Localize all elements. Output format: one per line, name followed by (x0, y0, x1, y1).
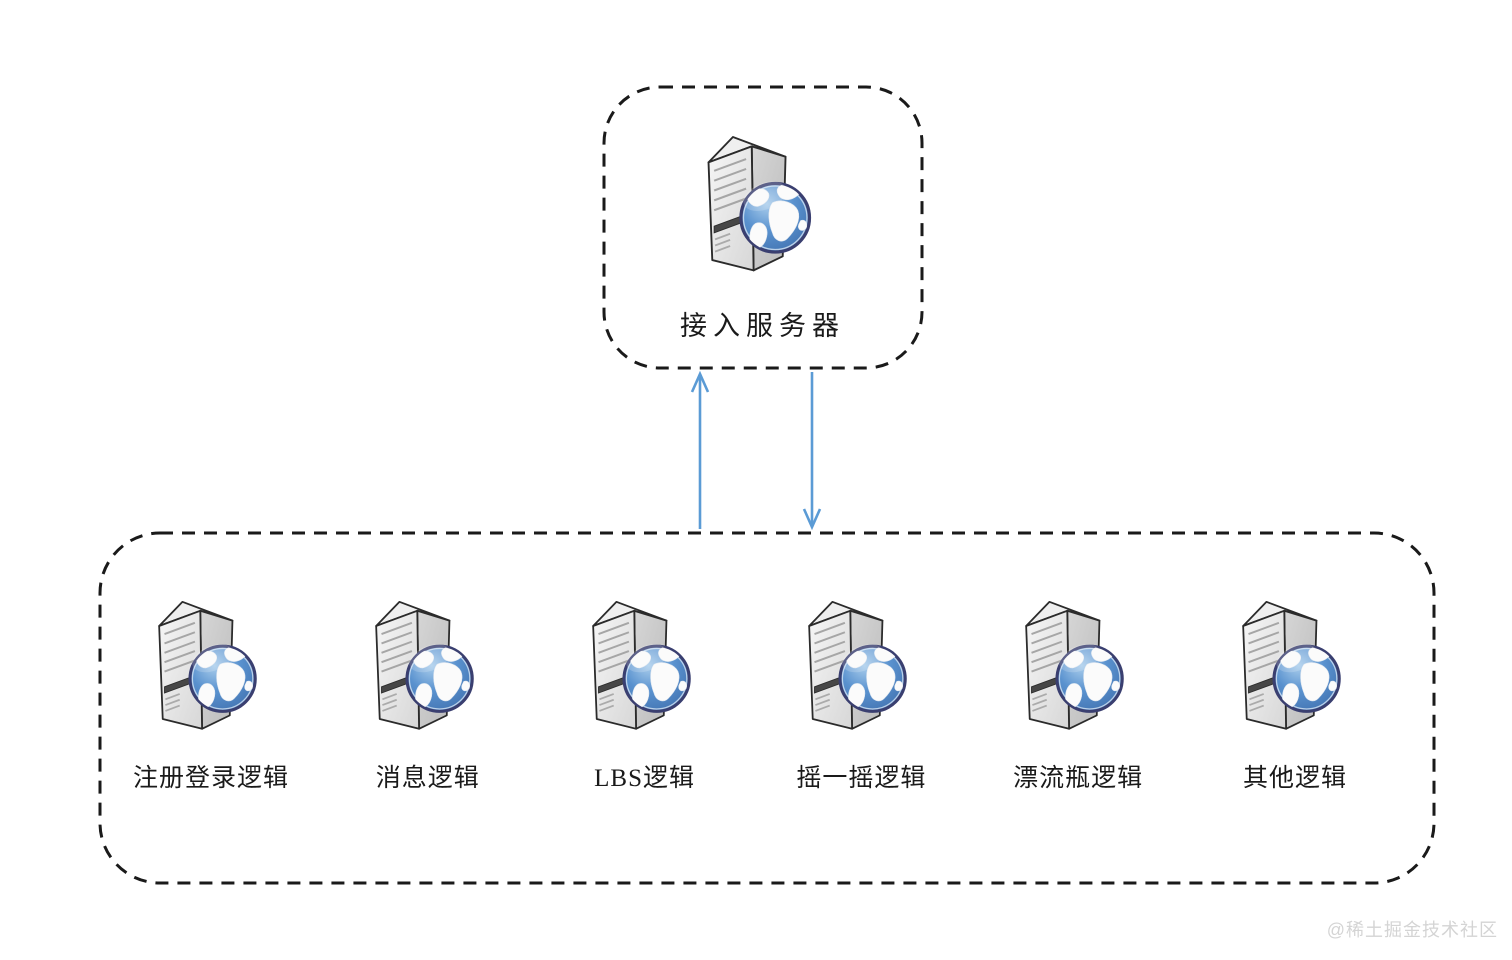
watermark-text: @稀土掘金技术社区 (1326, 920, 1498, 940)
server-globe-icon (701, 133, 825, 280)
server-globe-icon (586, 598, 704, 738)
bottom-group-dashed-border (98, 531, 1436, 885)
node-label: LBS逻辑 (594, 765, 696, 792)
access-server-label: 接入服务器 (680, 311, 845, 341)
server-globe-icon (802, 598, 920, 738)
arrow-down-icon (802, 372, 822, 531)
node-label: 注册登录逻辑 (132, 765, 289, 792)
node-label: 漂流瓶逻辑 (1013, 765, 1144, 792)
server-globe-icon (152, 598, 270, 738)
node-label: 消息逻辑 (375, 765, 480, 792)
node-register-login-logic: 注册登录逻辑 (123, 532, 299, 794)
server-globe-icon (369, 598, 487, 738)
arrow-up-icon (690, 370, 710, 529)
node-drift-bottle-logic: 漂流瓶逻辑 (990, 532, 1166, 794)
server-globe-icon (1236, 598, 1354, 738)
top-group-dashed-border (602, 85, 924, 370)
node-lbs-logic: LBS逻辑 (557, 532, 733, 794)
logic-servers-group: 注册登录逻辑 消息逻辑 LBS逻辑 摇一摇逻辑 漂流瓶逻辑 其他逻辑 (99, 532, 1435, 884)
node-label: 其他逻辑 (1242, 765, 1347, 792)
node-other-logic: 其他逻辑 (1207, 532, 1383, 794)
node-label: 摇一摇逻辑 (796, 765, 927, 792)
server-globe-icon (1019, 598, 1137, 738)
node-shake-logic: 摇一摇逻辑 (773, 532, 949, 794)
node-message-logic: 消息逻辑 (340, 532, 516, 794)
access-server-group: 接入服务器 (603, 85, 922, 370)
